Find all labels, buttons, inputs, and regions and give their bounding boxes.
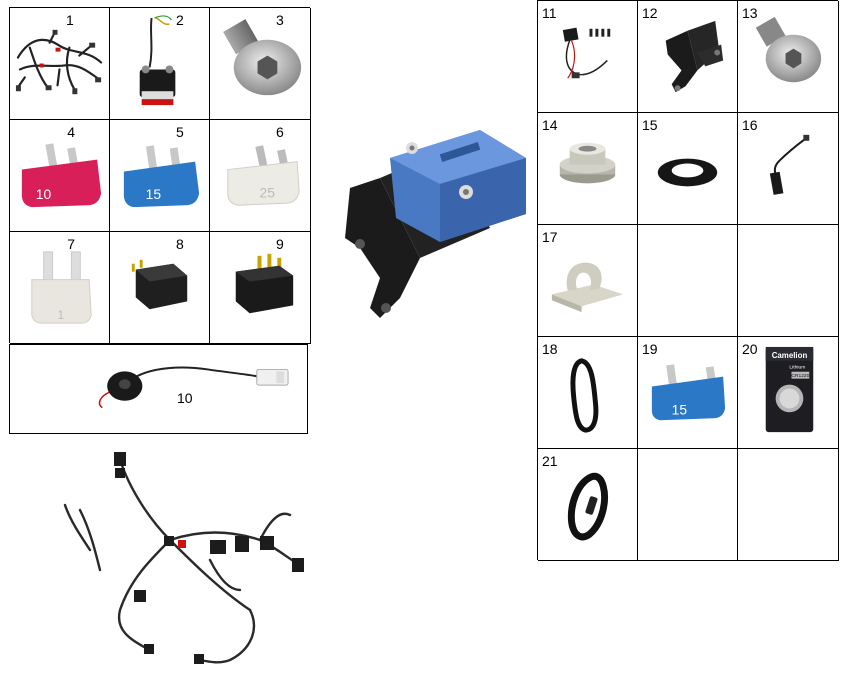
rubber-washer-icon: [657, 158, 718, 187]
battery-model: CR1220: [791, 373, 809, 379]
part-number: 6: [276, 124, 284, 140]
fuse-label: 15: [146, 186, 162, 202]
part-cell-8: 8: [110, 232, 210, 344]
part-number: 14: [542, 117, 558, 133]
part-number: 18: [542, 341, 558, 357]
part-number: 12: [642, 5, 658, 21]
cable-clip-icon: [551, 262, 624, 313]
empty-cell: [638, 449, 738, 561]
fuse-label: 10: [36, 186, 52, 202]
part-number: 10: [177, 390, 193, 406]
fuse-label: 25: [260, 184, 276, 200]
part-number: 9: [276, 236, 284, 252]
mounting-bracket-icon: [665, 20, 724, 93]
part-cell-14: 14: [538, 113, 638, 225]
part-number: 7: [67, 236, 75, 252]
relay-icon: [131, 259, 188, 310]
part-number: 13: [742, 5, 758, 21]
part-number: 4: [67, 124, 75, 140]
part-number: 20: [742, 341, 758, 357]
empty-cell: [638, 225, 738, 337]
part-number: 2: [176, 12, 184, 28]
coin-battery-icon: Camelion Lithium CR1220: [765, 346, 814, 433]
spacer-bushing-icon: [559, 142, 616, 184]
module-with-bracket-icon: [345, 130, 526, 318]
mini-fuse-icon: 25: [227, 145, 300, 206]
part-cell-20: 20 Camelion Lithium CR1220: [738, 337, 839, 449]
part-cell-13: 13: [738, 1, 839, 113]
part-cell-1: 1: [10, 8, 110, 120]
wiring-kit-icon: [562, 27, 611, 79]
part-number: 17: [542, 229, 558, 245]
part-cell-21: 21: [538, 449, 638, 561]
solenoid-relay-icon: [139, 15, 176, 106]
part-number: 11: [542, 5, 557, 21]
part-number: 5: [176, 124, 184, 140]
part-number: 3: [276, 12, 284, 28]
wire-harness-icon: [15, 29, 103, 95]
part-cell-12: 12: [638, 1, 738, 113]
part-cell-4: 4 10: [10, 120, 110, 232]
button-head-screw-icon: [223, 19, 302, 96]
part-number: 21: [542, 453, 558, 469]
part-number: 1: [66, 12, 74, 28]
part-cell-3: 3: [210, 8, 311, 120]
battery-brand: Camelion: [772, 351, 808, 360]
part-cell-5: 5 15: [110, 120, 210, 232]
part-cell-15: 15: [638, 113, 738, 225]
rubber-strap-icon: [570, 358, 599, 433]
mini-fuse-icon: 15: [651, 364, 726, 421]
parts-grid-right: 11 12 13: [537, 0, 839, 561]
empty-cell: [738, 449, 839, 561]
part-number: 16: [742, 117, 758, 133]
fuse-label: 1: [58, 308, 65, 322]
part-cell-2: 2: [110, 8, 210, 120]
part-cell-16: 16: [738, 113, 839, 225]
mini-fuse-icon: 15: [123, 145, 200, 208]
part-number: 8: [176, 236, 184, 252]
part-cell-18: 18: [538, 337, 638, 449]
part-cell-11: 11: [538, 1, 638, 113]
part-cell-7: 7 1: [10, 232, 110, 344]
empty-cell: [738, 225, 839, 337]
fuse-label: 15: [672, 401, 688, 417]
mini-fuse-icon: 10: [21, 143, 102, 208]
mini-fuse-icon: 1: [31, 251, 92, 324]
buzzer-with-connector-icon: [98, 366, 289, 409]
main-wiring-harness-icon: [63, 452, 304, 664]
sensor-cable-icon: [769, 134, 810, 195]
wrist-band-icon: [567, 472, 608, 541]
button-head-screw-icon: [755, 16, 822, 83]
parts-grid-left: 1 2: [9, 7, 311, 344]
part-cell-10: 10: [9, 344, 308, 434]
relay-icon: [235, 253, 294, 314]
part-cell-6: 6 25: [210, 120, 311, 232]
part-cell-19: 19 15: [638, 337, 738, 449]
part-number: 15: [642, 117, 658, 133]
battery-type: Lithium: [789, 365, 805, 371]
part-cell-9: 9: [210, 232, 311, 344]
part-cell-17: 17: [538, 225, 638, 337]
part-number: 19: [642, 341, 658, 357]
